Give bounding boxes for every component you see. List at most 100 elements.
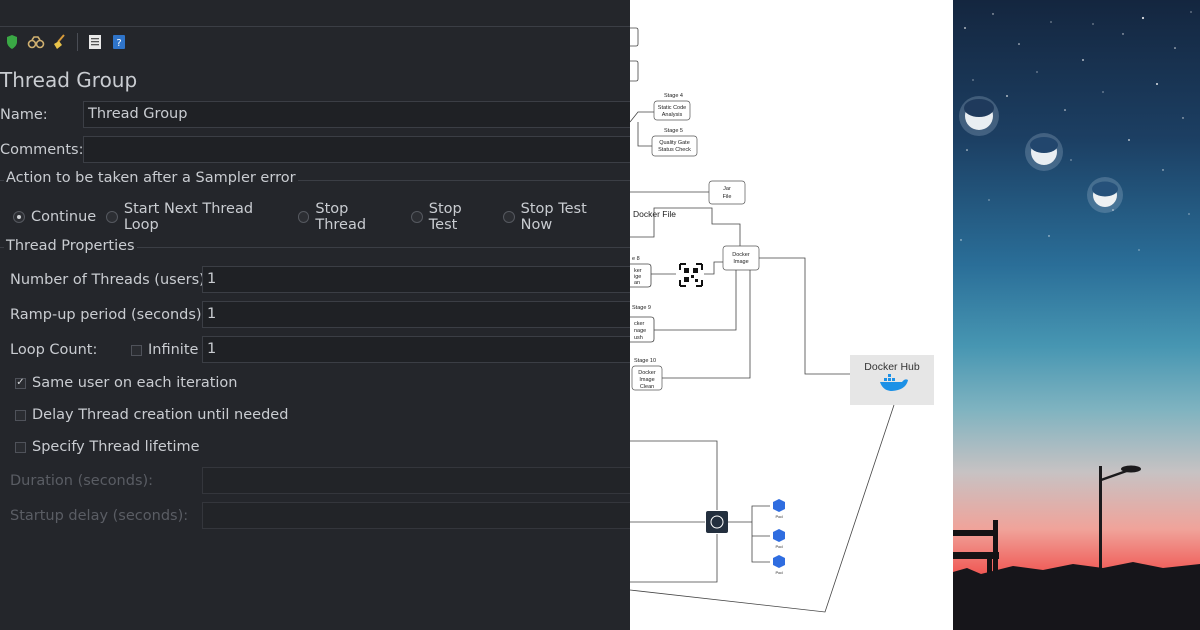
help-icon[interactable]: ? [109, 32, 129, 52]
loop-count-field[interactable]: 1 [202, 336, 630, 363]
broom-icon[interactable] [50, 32, 70, 52]
edge-qr-to-image [704, 261, 723, 275]
thread-lifetime-checkbox[interactable]: Specify Thread lifetime [15, 439, 200, 455]
pod-icon: Pod [773, 555, 785, 575]
shield-icon[interactable] [2, 32, 22, 52]
image-scan-line1: ker [634, 268, 642, 274]
image-clean-line3: Clean [640, 384, 654, 390]
duration-field[interactable] [202, 467, 630, 494]
checkbox-icon [15, 441, 26, 453]
edge-clean-to-image [662, 270, 751, 379]
stage-8-label: e 8 [632, 256, 640, 262]
panel-top-divider [0, 26, 630, 27]
radio-label: Stop Thread [315, 201, 367, 233]
startup-delay-label: Startup delay (seconds): [10, 508, 189, 524]
stage-4-label: Stage 4 [664, 93, 683, 99]
radio-stop-thread[interactable]: Stop Thread [297, 201, 401, 233]
edge-to-quality-gate [637, 122, 652, 147]
edge-to-static-code [630, 111, 654, 123]
comments-field[interactable] [83, 136, 630, 163]
pod-icon: Pod [773, 529, 785, 549]
infinite-checkbox[interactable]: Infinite [131, 342, 198, 358]
stars [960, 11, 1192, 251]
moon-icon [1025, 133, 1063, 171]
edge-cluster-to-pods [728, 505, 770, 563]
cut-node-top [630, 27, 639, 47]
docker-image-line1: Docker [732, 252, 750, 258]
qr-scan-icon [679, 263, 703, 287]
checkbox-icon [15, 409, 26, 421]
thread-properties-section-title: Thread Properties [4, 238, 137, 254]
image-push-line2: nage [634, 328, 646, 334]
quality-gate-line2: Status Check [658, 147, 691, 153]
radio-stop-test-now[interactable]: Stop Test Now [502, 201, 620, 233]
edge-image-to-hub [759, 257, 850, 375]
radio-icon [502, 211, 515, 223]
image-clean-line1: Docker [638, 370, 656, 376]
infinite-label: Infinite [148, 342, 199, 358]
moon-icon [1087, 177, 1123, 213]
static-code-line2: Analysis [662, 112, 683, 118]
docker-hub-label: Docker Hub [864, 361, 920, 373]
toolbar: ? [0, 30, 630, 54]
delay-creation-label: Delay Thread creation until needed [32, 407, 289, 423]
radio-label: Continue [31, 209, 97, 225]
loop-count-label: Loop Count: [10, 342, 98, 358]
sampler-error-section-title: Action to be taken after a Sampler error [4, 170, 298, 186]
radio-continue[interactable]: Continue [13, 209, 96, 225]
radio-stop-test[interactable]: Stop Test [411, 201, 493, 233]
static-code-node [653, 100, 691, 121]
night-sky-svg [953, 11, 1200, 630]
svg-text:Pod: Pod [775, 514, 782, 519]
rampup-label: Ramp-up period (seconds): [10, 307, 207, 323]
static-code-line1: Static Code [658, 105, 686, 111]
docker-whale-icon [880, 374, 908, 391]
thread-group-panel: ? Thread Group Name: Thread Group Commen… [0, 26, 630, 529]
moon-icon [959, 96, 999, 136]
binoculars-icon[interactable] [26, 32, 46, 52]
startup-delay-field[interactable] [202, 502, 630, 529]
image-clean-line2: Image [639, 377, 654, 383]
stage-9-label: Stage 9 [632, 305, 651, 311]
docker-image-node [722, 245, 760, 271]
jar-file-line1: Jar [723, 186, 731, 192]
image-scan-line3: an [634, 280, 640, 286]
edge-lower-top [630, 440, 718, 510]
toolbar-separator [77, 33, 78, 51]
radio-label: Stop Test Now [520, 201, 587, 233]
docker-file-label: Docker File [633, 209, 676, 219]
jar-file-node [708, 180, 746, 205]
svg-text:Pod: Pod [775, 570, 782, 575]
name-field[interactable]: Thread Group [83, 101, 630, 128]
image-push-line3: ush [634, 335, 643, 341]
page-title: Thread Group [0, 68, 138, 92]
rampup-field[interactable]: 1 [202, 301, 630, 328]
cluster-node [706, 511, 728, 533]
svg-text:Pod: Pod [775, 544, 782, 549]
docker-image-line2: Image [733, 259, 748, 265]
pod-icon: Pod [773, 499, 785, 519]
same-user-checkbox[interactable]: ✓ Same user on each iteration [15, 375, 238, 391]
same-user-label: Same user on each iteration [32, 375, 238, 391]
edge-push-to-image [654, 270, 737, 331]
stage-5-label: Stage 5 [664, 128, 683, 134]
cluster-icon [710, 515, 724, 529]
radio-icon [297, 211, 310, 223]
comments-label: Comments: [0, 142, 84, 158]
night-sky-photo [953, 0, 1200, 630]
pipeline-diagram-svg: Stage 4 Static Code Analysis Stage 5 Qua… [630, 27, 934, 613]
checkmark-icon: ✓ [15, 377, 26, 389]
image-push-line1: cker [634, 321, 645, 327]
radio-icon [106, 211, 118, 223]
threads-field[interactable]: 1 [202, 266, 630, 293]
image-scan-node [630, 263, 652, 288]
jar-file-line2: File [723, 194, 732, 200]
name-label: Name: [0, 107, 48, 123]
delay-creation-checkbox[interactable]: Delay Thread creation until needed [15, 407, 288, 423]
edge-dockerfile-to-image [630, 207, 741, 246]
sampler-action-radio-group: Continue Start Next Thread Loop Stop Thr… [13, 201, 630, 233]
thread-lifetime-label: Specify Thread lifetime [32, 439, 200, 455]
list-icon[interactable] [85, 32, 105, 52]
radio-selected-icon [13, 211, 25, 223]
radio-start-next-thread-loop[interactable]: Start Next Thread Loop [106, 201, 287, 233]
